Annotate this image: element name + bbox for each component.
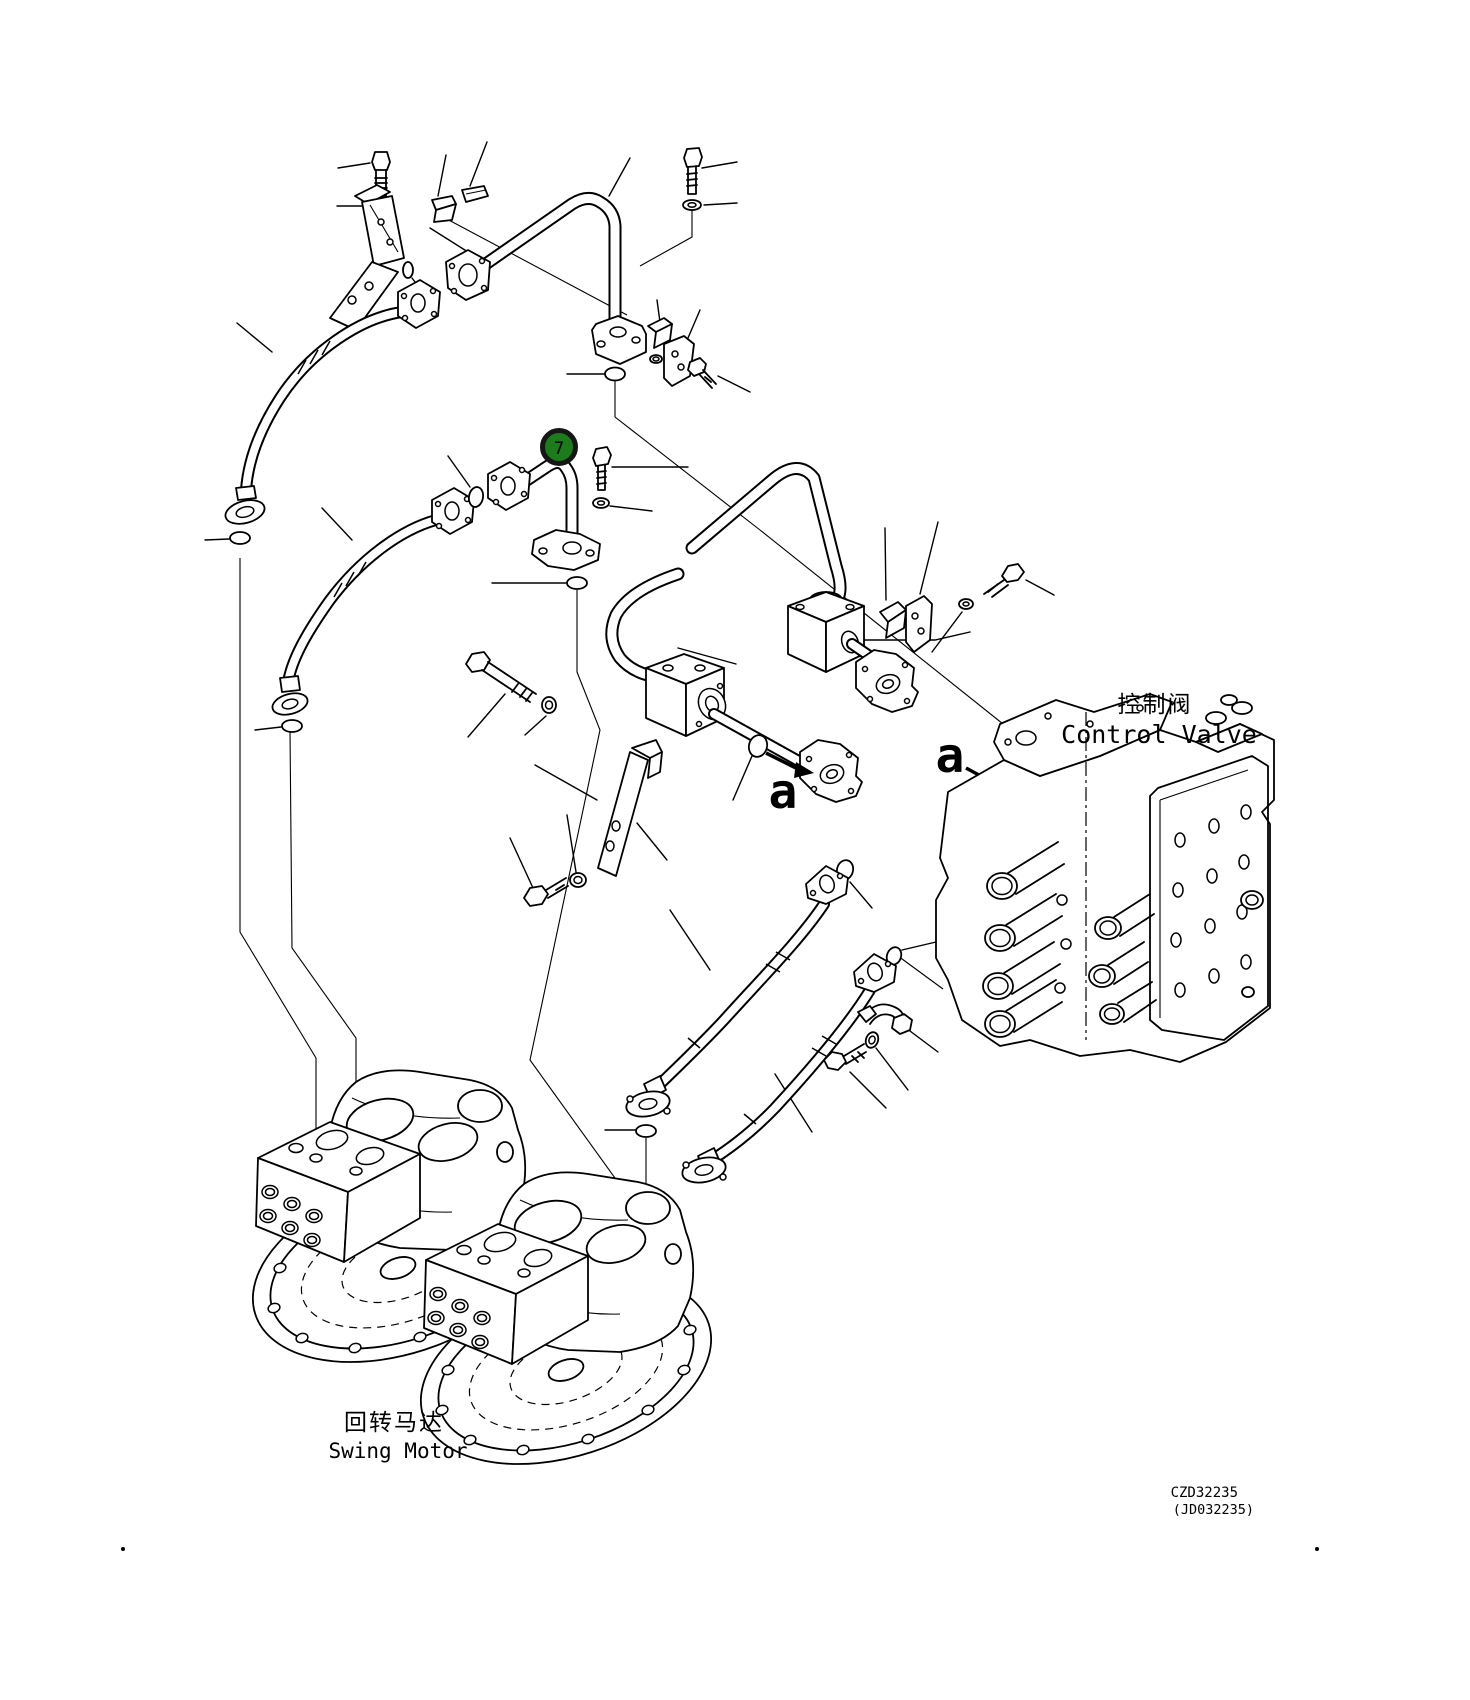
long-bolt-group [465, 651, 557, 738]
strap-bracket [597, 751, 649, 877]
balloon-7-number: 7 [554, 439, 564, 459]
o-ring-arch-base [604, 366, 626, 382]
clamp-group-upipe [879, 521, 1055, 653]
o-ring-pipe-a [747, 734, 769, 758]
pipe-bracket [329, 184, 405, 331]
mounting-bolt-top-right [682, 147, 738, 211]
valve-top-plate [993, 693, 1173, 777]
section-arrow-a1: a [732, 734, 814, 820]
part-balloon-7[interactable]: 7 [540, 428, 578, 466]
hose-lower-left [254, 487, 475, 733]
swing-motor-label-zh: 回转马达 [344, 1410, 444, 1436]
section-label-a2: a [936, 728, 965, 784]
section-label-a1: a [769, 764, 798, 820]
control-valve-assembly [935, 693, 1275, 1063]
hose-upper-left [204, 279, 441, 545]
swing-motor-label-en: Swing Motor [328, 1439, 467, 1463]
o-ring-hoseA-base [635, 1124, 657, 1138]
o-ring-elbow-base [566, 576, 588, 590]
drawing-code-secondary: (JD032235) [1173, 1502, 1254, 1518]
valve-right-face [1149, 755, 1269, 1041]
fitting-group-hoseB [823, 1003, 939, 1109]
u-pipe-right-assembly [685, 462, 971, 713]
o-ring-hose1 [229, 531, 251, 545]
o-ring-hose2 [281, 719, 303, 733]
strap-bracket-group [509, 739, 668, 907]
clip-group-arch-base [566, 299, 751, 393]
drawing-code-primary: CZD32235 [1171, 1485, 1238, 1501]
pipe-elbow-b [855, 649, 919, 713]
bolt-beside-part7 [592, 446, 689, 512]
page-dot-left [121, 1547, 125, 1551]
hose-mid-a [604, 859, 873, 1138]
control-valve-label-zh: 控制阀 [1118, 692, 1193, 718]
arch-pipe-assembly [402, 157, 647, 365]
o-ring-elbow [467, 486, 485, 508]
arch-pipe-base-block [591, 315, 647, 365]
page-dot-right [1315, 1547, 1319, 1551]
elbow-pipe-part7 [447, 455, 601, 590]
control-valve-label-en: Control Valve [1061, 720, 1257, 749]
pipe-clips-top [431, 141, 489, 223]
hose-mid-b [681, 941, 937, 1184]
valve-spool-caps-left [982, 841, 1065, 1038]
o-ring-arch [402, 261, 414, 279]
valve-spool-caps-middle [1054, 893, 1157, 1025]
